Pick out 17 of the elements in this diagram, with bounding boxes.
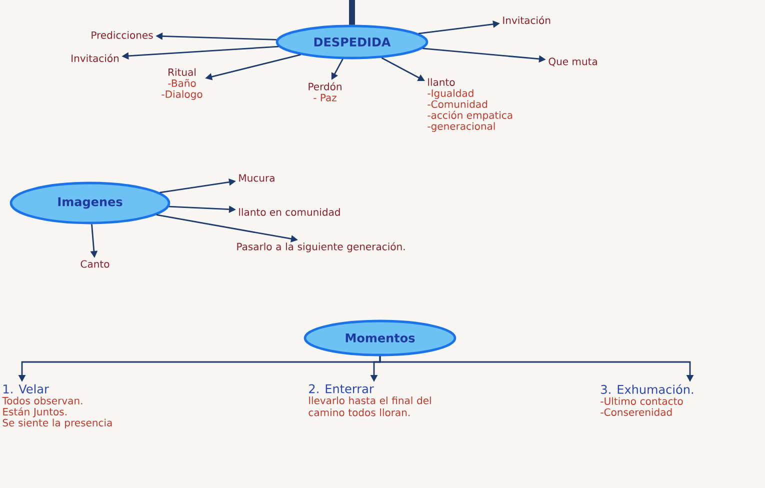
concept-label: Pasarlo a la siguiente generación. xyxy=(237,242,405,252)
step-label: 3. Exhumación. -Ultimo contacto -Conserenidad xyxy=(600,384,693,416)
concept-label: Ritual -Baño -Dialogo xyxy=(162,68,202,100)
concept-label: Invitación xyxy=(503,16,550,24)
concept-label: Canto xyxy=(80,260,110,268)
concept-label: Que muta xyxy=(548,58,597,66)
topic-bubble: DESPEDIDA xyxy=(276,24,428,60)
step-label: 2. Enterrar llevarlo hasta el final del camino todos lloran. xyxy=(308,384,431,416)
topic-bubble: Momentos xyxy=(304,320,456,356)
concept-label: llanto en comunidad xyxy=(239,208,340,216)
concept-label: Mucura xyxy=(239,174,274,182)
step-label: 1. Velar Todos observan. Están Juntos. Se siente la presencia xyxy=(2,384,112,428)
topic-bubble: Imagenes xyxy=(10,182,170,224)
concept-label: llanto -Igualdad -Comunidad -acción empatica -generacional xyxy=(428,78,512,132)
concept-label: Predicciones xyxy=(92,31,153,39)
concept-label: Invitación xyxy=(72,54,119,62)
concept-label: Perdón - Paz xyxy=(308,82,342,102)
